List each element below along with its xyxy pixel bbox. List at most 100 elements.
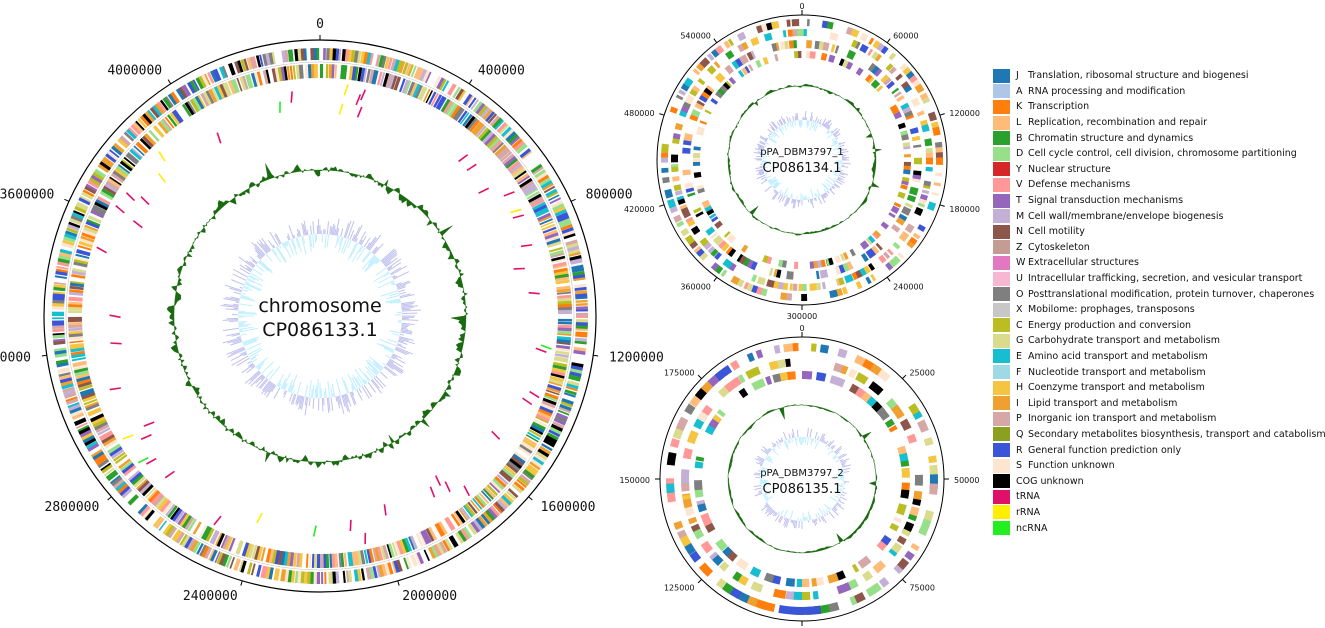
plasmid1-gene-mark [792, 283, 798, 291]
legend-code: N [1016, 226, 1024, 238]
chromosome-gc-skew [236, 357, 250, 367]
chromosome-gene-mark [477, 515, 488, 528]
chromosome-gene-mark [470, 499, 481, 512]
chromosome-gc-skew [317, 378, 319, 398]
chromosome-gc-skew [248, 275, 256, 281]
plasmid1-gene-mark [707, 53, 715, 61]
plasmid2-gene-mark [901, 528, 911, 537]
plasmid1-gene-mark [735, 56, 746, 68]
legend-label: COG unknown [1016, 475, 1084, 487]
chromosome-gc-skew [363, 237, 371, 248]
plasmid1-gene-mark [740, 244, 749, 253]
plasmid1-gene-mark [726, 233, 737, 244]
chromosome-gene-mark [107, 151, 119, 161]
chromosome-gc-skew [301, 396, 305, 410]
chromosome-gene-mark [369, 566, 375, 580]
plasmid1-gene-mark [806, 19, 810, 27]
plasmid1-gene-mark [720, 85, 728, 93]
plasmid2-gc-skew [791, 433, 794, 439]
plasmid2-gene-mark [855, 372, 869, 385]
chromosome-gc-skew [391, 355, 406, 364]
plasmid1-gc-skew [783, 118, 787, 124]
chromosome-gc-skew [346, 393, 352, 407]
chromosome-gene-mark [386, 562, 394, 575]
chromosome-gene-mark [557, 333, 572, 336]
plasmid1-gene-mark [904, 223, 915, 234]
plasmid2-gc-skew [809, 428, 813, 438]
plasmid1-gc-skew [829, 188, 836, 195]
chromosome-rna-mark [510, 208, 522, 214]
plasmid1-gene-mark [885, 262, 894, 271]
chromosome-gene-mark [149, 491, 163, 505]
chromosome-gc-skew [378, 279, 395, 289]
plasmid1-gc-skew [768, 179, 773, 184]
plasmid1-gc-skew [772, 132, 777, 136]
chromosome-gene-mark [472, 497, 483, 510]
chromosome-rna-mark [463, 485, 471, 497]
plasmid2-gc-skew [792, 520, 795, 526]
chromosome-gene-mark [418, 531, 427, 546]
plasmid1-gene-mark [705, 226, 716, 236]
chromosome-gene-mark [162, 118, 173, 131]
plasmid1-gene-mark [925, 166, 933, 172]
plasmid1-gene-mark [934, 141, 943, 149]
plasmid2-gene-mark [687, 516, 698, 525]
chromosome-gc-skew [398, 337, 409, 341]
legend-label: Cell motility [1028, 226, 1085, 238]
plasmid2-gc-skew [777, 438, 782, 444]
plasmid1-gc-skew [838, 141, 846, 146]
plasmid2-gc-skew [796, 430, 799, 438]
plasmid1-gene-mark [741, 256, 751, 267]
chromosome-gene-mark [384, 563, 391, 576]
chromosome-gene-mark [525, 463, 539, 476]
chromosome-gene-mark [525, 188, 539, 197]
chromosome-gene-mark [498, 148, 511, 161]
chromosome-gene-mark [259, 54, 264, 67]
plasmid1-gene-mark [673, 214, 683, 223]
plasmid1-gene-mark [828, 54, 836, 63]
legend-label: General function prediction only [1028, 444, 1182, 456]
chromosome-gene-mark [70, 214, 84, 223]
chromosome-gene-mark [367, 548, 375, 563]
chromosome-gene-mark [489, 480, 503, 493]
plasmid2-gene-mark [896, 503, 907, 516]
chromosome-gc-skew [314, 234, 317, 243]
chromosome-gc-skew [351, 391, 355, 396]
chromosome-gene-mark [573, 277, 586, 281]
chromosome-gc-skew [389, 358, 404, 368]
plasmid1-gene-mark [914, 83, 925, 94]
chromosome-gc-skew [388, 360, 404, 372]
plasmid1-gene-mark [750, 274, 758, 283]
chromosome-gc-skew [340, 228, 344, 237]
plasmid1-gene-mark [935, 146, 943, 153]
legend-label: Amino acid transport and metabolism [1028, 350, 1208, 362]
chromosome-gene-mark [61, 382, 74, 390]
chromosome-gc-skew [398, 339, 404, 343]
chromosome-gene-mark [535, 451, 548, 461]
plasmid1-gene-mark [766, 279, 775, 288]
chromosome-gc-skew [222, 337, 242, 344]
chromosome-gene-mark [255, 55, 262, 68]
plasmid1-gene-mark [935, 157, 943, 165]
legend-swatch [993, 224, 1010, 239]
chromosome-gc-skew [344, 220, 352, 239]
chromosome-rna-mark [356, 106, 363, 118]
chromosome-gene-mark [466, 117, 478, 131]
chromosome-gene-mark [154, 517, 165, 529]
chromosome-gc-skew [399, 333, 404, 336]
chromosome-gene-mark [241, 542, 250, 557]
plasmid1-gene-mark [786, 19, 791, 27]
plasmid1-gc-skew [792, 199, 796, 209]
chromosome-gc-skew [236, 336, 241, 339]
plasmid2-gc-skew [769, 510, 775, 516]
chromosome-gene-mark [208, 548, 215, 561]
plasmid2-gc-skew [822, 509, 827, 515]
chromosome-gc-skew [238, 303, 253, 307]
chromosome-gene-mark [459, 112, 470, 125]
legend-label: Coenzyme transport and metabolism [1028, 382, 1205, 394]
plasmid1-gc-skew [828, 131, 831, 134]
chromosome-gc-skew [271, 249, 282, 263]
chromosome-gc-skew [366, 236, 377, 250]
